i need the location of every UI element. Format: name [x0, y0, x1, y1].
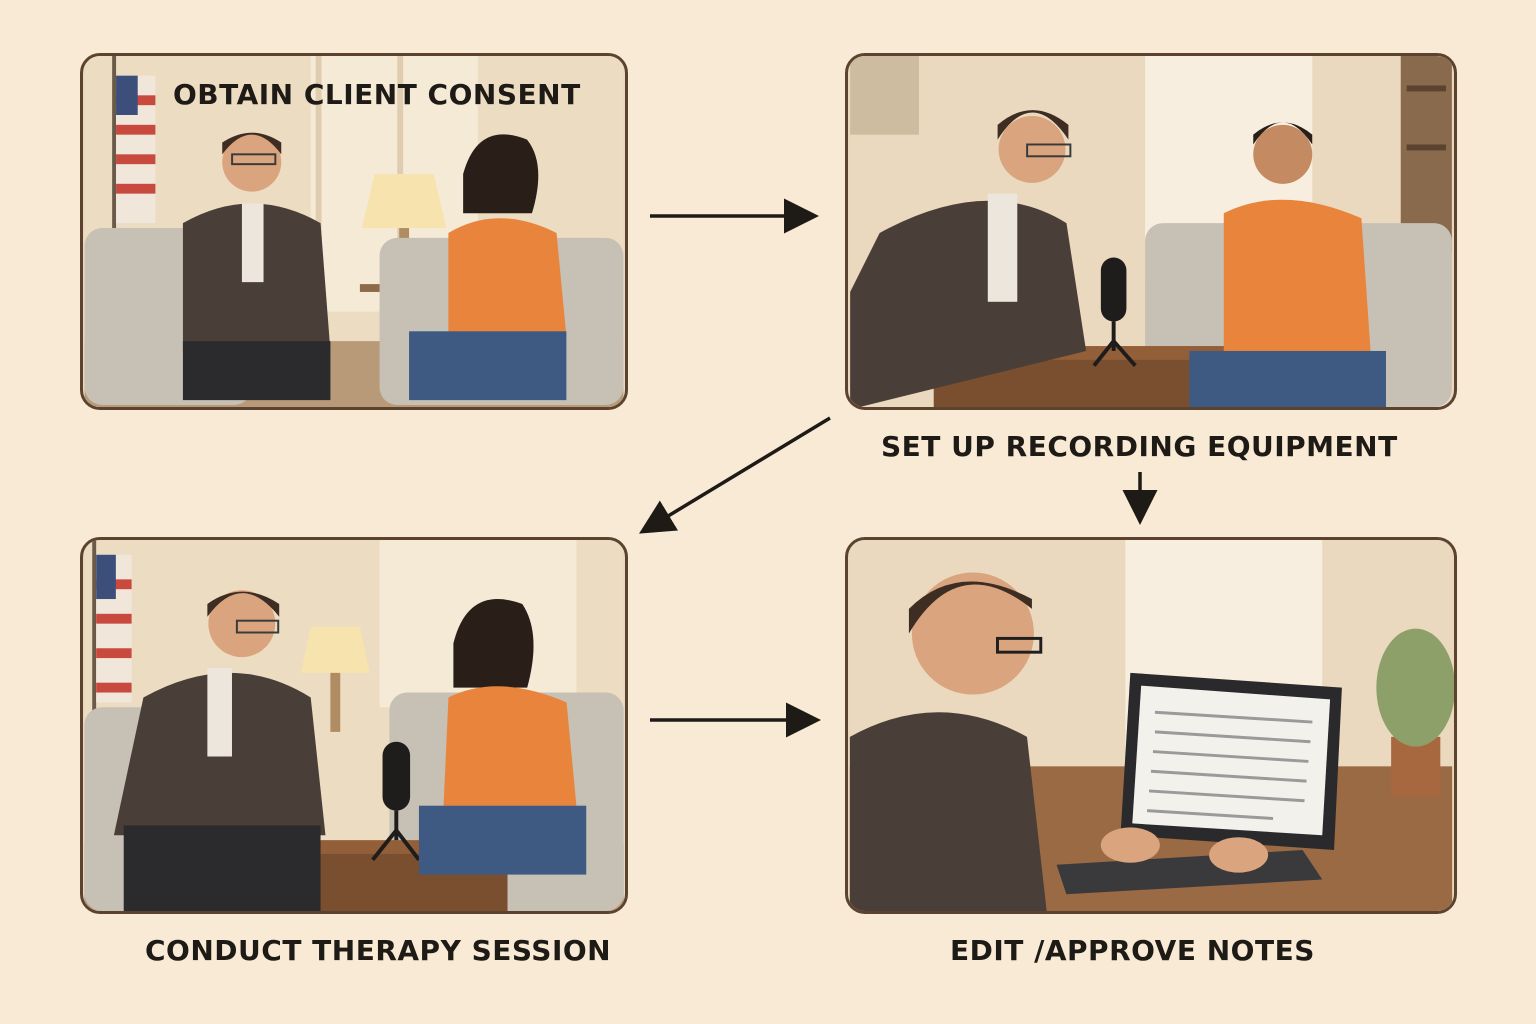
step-label-setup-recording: SET UP RECORDING EQUIPMENT [881, 430, 1398, 463]
panel-conduct-session [80, 537, 628, 914]
panel-edit-approve [845, 537, 1457, 914]
step-label-edit-approve: EDIT /APPROVE NOTES [950, 934, 1315, 967]
flag-icon [96, 554, 132, 703]
microphone-icon [1092, 257, 1137, 368]
panel-setup-recording [845, 53, 1457, 410]
scene-setup-illustration [850, 56, 1452, 407]
step-label-obtain-consent: OBTAIN CLIENT CONSENT [173, 78, 581, 111]
step-label-conduct-session: CONDUCT THERAPY SESSION [145, 934, 612, 967]
arrow-setup-to-session [639, 416, 831, 534]
scene-session-illustration [84, 540, 624, 911]
flag-icon [116, 75, 156, 224]
microphone-icon [371, 741, 421, 862]
scene-consent-illustration [84, 56, 624, 407]
panel-obtain-consent [80, 53, 628, 410]
scene-notes-illustration [849, 540, 1454, 911]
